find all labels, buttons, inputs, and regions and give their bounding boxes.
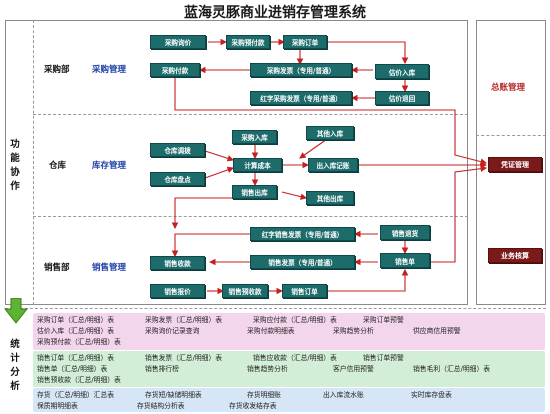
stats-report-link[interactable]: 存货短/缺储明细表: [145, 391, 202, 399]
calc-cost-box[interactable]: 计算成本: [233, 158, 282, 172]
stats-report-link[interactable]: 销售毛利（汇总/明细）表: [413, 365, 491, 373]
stats-report-link[interactable]: 销售订单（汇总/明细）表: [37, 354, 115, 362]
stat-analysis-label: 统计分析: [10, 339, 20, 392]
stats-report-link[interactable]: 销售订单预警: [363, 354, 404, 362]
left-divider: [33, 20, 34, 305]
stats-report-link[interactable]: 采购预付款（汇总/明细）表: [37, 338, 121, 346]
function-panel: [5, 20, 468, 305]
estimate-in-box[interactable]: 估价入库: [375, 64, 429, 79]
stats-band-purchase: [33, 313, 545, 350]
page-title: 蓝海灵豚商业进销存管理系统: [184, 5, 366, 21]
sales-prereceipt-box[interactable]: 销售预收款: [222, 284, 268, 298]
warehouse-module-label[interactable]: 库存管理: [92, 161, 127, 171]
business-box[interactable]: 业务核算: [488, 248, 542, 263]
purchase-dept-label: 采购部: [44, 65, 70, 75]
stats-report-link[interactable]: 存货收发结存表: [229, 402, 277, 410]
stats-report-link[interactable]: 销售单（汇总/明细）表: [37, 365, 108, 373]
io-record-box[interactable]: 出入库记账: [308, 158, 358, 172]
sales-quote-box[interactable]: 销售报价: [150, 284, 205, 298]
stats-report-link[interactable]: 存货明细账: [247, 391, 281, 399]
sales-return-box[interactable]: 销售退货: [380, 225, 430, 240]
ledger-label[interactable]: 总账管理: [491, 83, 526, 93]
estimate-return-box[interactable]: 估价退回: [375, 91, 429, 105]
stats-report-link[interactable]: 销售发票（汇总/明细）表: [145, 354, 223, 362]
other-in-box[interactable]: 其他入库: [306, 126, 354, 140]
stats-report-link[interactable]: 存货（汇总/明细）汇总表: [37, 391, 115, 399]
other-out-box[interactable]: 其他出库: [306, 191, 354, 205]
sales-out-box[interactable]: 销售出库: [232, 185, 277, 199]
red-purchase-invoice-box[interactable]: 红字采购发票（专用/普通）: [250, 91, 352, 105]
voucher-box[interactable]: 凭证管理: [488, 157, 542, 172]
sales-invoice-box[interactable]: 销售发票（专用/普通）: [250, 255, 355, 269]
function-collab-label: 功能协作: [10, 139, 20, 192]
stats-report-link[interactable]: 采购订单（汇总/明细）表: [37, 316, 115, 324]
stats-report-link[interactable]: 销售预收款（汇总/明细）表: [37, 376, 121, 384]
sales-order-box[interactable]: 销售订单: [282, 284, 327, 298]
down-arrow-icon: [4, 298, 28, 324]
stats-report-link[interactable]: 出入库流水账: [323, 391, 364, 399]
stats-report-link[interactable]: 保质期明细表: [37, 402, 78, 410]
stats-report-link[interactable]: 采购付款明细表: [247, 327, 295, 335]
red-sales-invoice-box[interactable]: 红字销售发票（专用/普通）: [250, 227, 355, 241]
stats-report-link[interactable]: 供应商信用预警: [413, 327, 461, 335]
stats-band-inventory: [33, 388, 545, 412]
purchase-prepay-box[interactable]: 采购预付款: [226, 35, 270, 49]
purchase-order-box[interactable]: 采购订单: [283, 35, 327, 49]
purchase-in-box[interactable]: 采购入库: [232, 130, 277, 144]
row-divider-2: [33, 216, 468, 217]
stats-report-link[interactable]: 采购订单预警: [363, 316, 404, 324]
stats-report-link[interactable]: 采购询价记录查询: [145, 327, 200, 335]
sales-module-label[interactable]: 销售管理: [92, 263, 127, 273]
purchase-invoice-box[interactable]: 采购发票（专用/普通）: [250, 63, 352, 77]
stats-report-link[interactable]: 销售趋势分析: [247, 365, 288, 373]
purchase-module-label[interactable]: 采购管理: [92, 65, 127, 75]
right-panel: [476, 20, 546, 305]
stock-count-box[interactable]: 仓库盘点: [150, 172, 205, 186]
stats-report-link[interactable]: 客户信用预警: [333, 365, 374, 373]
sales-receipt-box[interactable]: 销售收款: [150, 256, 205, 270]
sales-slip-box[interactable]: 销售单: [380, 253, 430, 268]
stats-report-link[interactable]: 存货结构分析表: [137, 402, 185, 410]
warehouse-dept-label: 仓库: [49, 161, 67, 171]
sales-dept-label: 销售部: [44, 263, 70, 273]
stats-report-link[interactable]: 实时库存盘表: [411, 391, 452, 399]
stock-transfer-box[interactable]: 仓库调拨: [150, 143, 205, 157]
stats-report-link[interactable]: 销售应收款（汇总/明细）表: [253, 354, 337, 362]
stats-panel: 采购订单（汇总/明细）表 采购发票（汇总/明细）表 采购应付款（汇总/明细）表 采购订…: [33, 313, 545, 412]
right-divider: [476, 135, 546, 136]
purchase-inquiry-box[interactable]: 采购询价: [150, 35, 206, 49]
stats-report-link[interactable]: 采购发票（汇总/明细）表: [145, 316, 223, 324]
stats-report-link[interactable]: 销售排行榜: [145, 365, 179, 373]
stats-band-sales: [33, 351, 545, 387]
stats-report-link[interactable]: 采购应付款（汇总/明细）表: [253, 316, 337, 324]
stats-report-link[interactable]: 估价入库（汇总/明细）表: [37, 327, 115, 335]
stats-divider: [5, 308, 546, 309]
purchase-payment-box[interactable]: 采购付款: [150, 63, 200, 77]
row-divider-1: [33, 114, 468, 115]
stats-report-link[interactable]: 采购趋势分析: [333, 327, 374, 335]
